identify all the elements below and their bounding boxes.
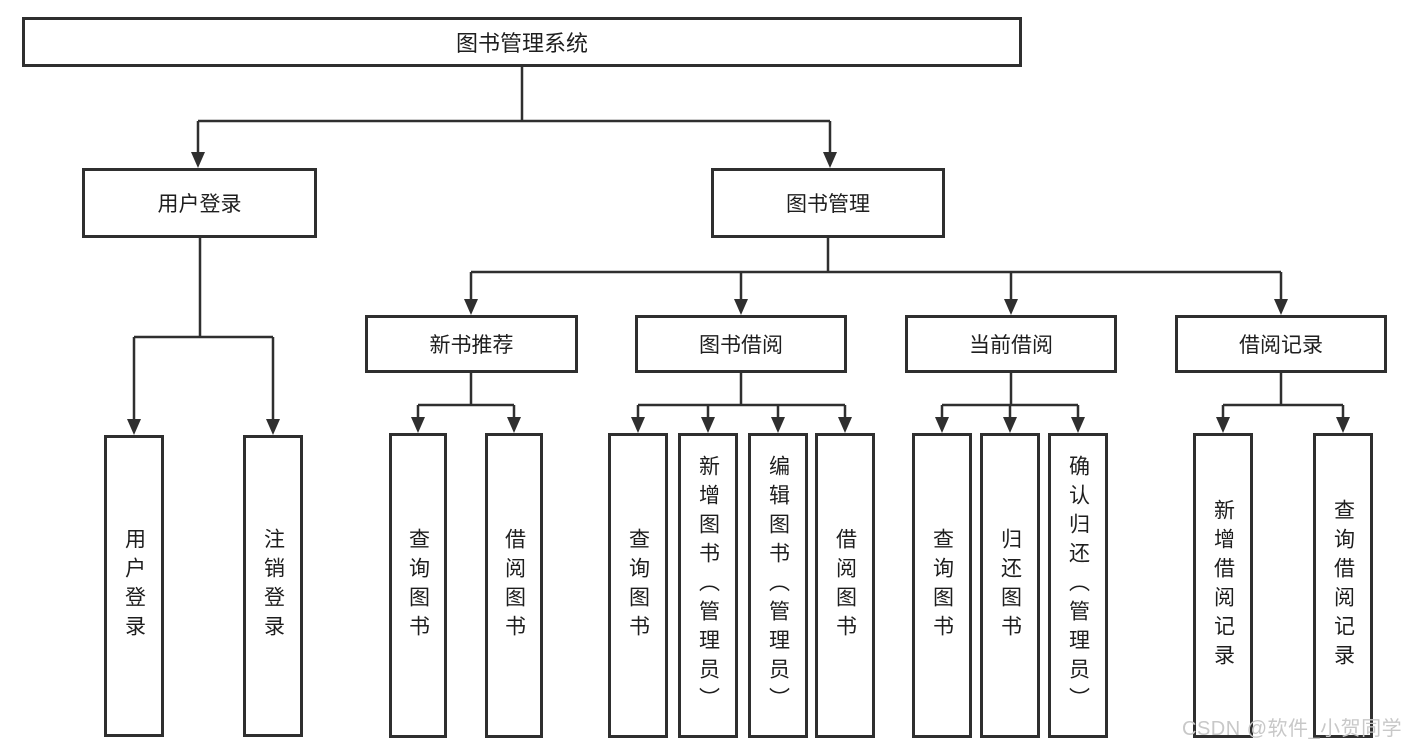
connector-user-login [132, 238, 275, 419]
arrow-icon [631, 417, 645, 433]
node-label: 新增图书（管理员） [696, 455, 720, 716]
arrow-icon [127, 419, 141, 435]
node-label: 归还图书 [998, 527, 1022, 644]
arrow-icon [838, 417, 852, 433]
arrow-icon [464, 299, 478, 315]
node-label: 借阅图书 [502, 527, 526, 644]
node-library-management-system: 图书管理系统 [22, 17, 1022, 67]
leaf-edit-books-admin: 编辑图书（管理员） [748, 433, 808, 738]
arrow-icon [1004, 299, 1018, 315]
leaf-user-login: 用户登录 [104, 435, 164, 737]
node-label: 图书管理系统 [455, 31, 588, 56]
node-label: 查询图书 [406, 527, 430, 644]
arrow-icon [1003, 417, 1017, 433]
connector-current-borrow [940, 373, 1080, 417]
node-label: 图书借阅 [699, 334, 783, 357]
arrow-icon [1336, 417, 1350, 433]
node-label: 查询图书 [626, 527, 650, 644]
node-label: 新增借阅记录 [1211, 498, 1235, 673]
csdn-watermark: CSDN @软件_小贺同学 [1182, 718, 1403, 740]
arrow-icon [935, 417, 949, 433]
arrow-icon [823, 152, 837, 168]
node-label: 当前借阅 [969, 334, 1053, 357]
node-user-login: 用户登录 [82, 168, 317, 238]
leaf-query-books-recommend: 查询图书 [389, 433, 447, 738]
arrow-icon [191, 152, 205, 168]
node-label: 新书推荐 [429, 334, 514, 357]
node-label: 图书管理 [786, 193, 870, 216]
leaf-add-books-admin: 新增图书（管理员） [678, 433, 738, 738]
node-label: 注销登录 [261, 528, 285, 644]
arrow-icon [701, 417, 715, 433]
leaf-borrow-books: 借阅图书 [815, 433, 875, 738]
node-borrow-records: 借阅记录 [1175, 315, 1387, 373]
arrow-icon [734, 299, 748, 315]
node-label: 编辑图书（管理员） [766, 455, 790, 716]
node-new-book-recommend: 新书推荐 [365, 315, 578, 373]
arrow-icon [411, 417, 425, 433]
node-label: 用户登录 [157, 193, 242, 216]
connector-book-management [469, 238, 1283, 299]
connector-borrow-records [1221, 373, 1345, 417]
arrow-icon [771, 417, 785, 433]
node-label: 借阅图书 [833, 527, 857, 644]
arrow-icon [1216, 417, 1230, 433]
leaf-query-borrow-record: 查询借阅记录 [1313, 433, 1373, 738]
leaf-return-books: 归还图书 [980, 433, 1040, 738]
node-current-borrow: 当前借阅 [905, 315, 1117, 373]
node-label: 用户登录 [122, 528, 146, 644]
leaf-add-borrow-record: 新增借阅记录 [1193, 433, 1253, 738]
arrow-icon [1274, 299, 1288, 315]
connector-new-book [416, 373, 516, 417]
node-label: 确认归还（管理员） [1066, 455, 1090, 716]
node-book-borrow: 图书借阅 [635, 315, 847, 373]
leaf-logout: 注销登录 [243, 435, 303, 737]
node-book-management: 图书管理 [711, 168, 945, 238]
arrow-icon [266, 419, 280, 435]
node-label: 查询借阅记录 [1331, 498, 1355, 673]
connector-root [196, 67, 832, 152]
arrow-icon [1071, 417, 1085, 433]
leaf-confirm-return-admin: 确认归还（管理员） [1048, 433, 1108, 738]
node-label: 借阅记录 [1239, 334, 1323, 357]
node-label: 查询图书 [930, 527, 954, 644]
leaf-query-books-current: 查询图书 [912, 433, 972, 738]
leaf-borrow-books-recommend: 借阅图书 [485, 433, 543, 738]
connector-book-borrow [636, 373, 847, 417]
leaf-query-books-borrow: 查询图书 [608, 433, 668, 738]
arrow-icon [507, 417, 521, 433]
